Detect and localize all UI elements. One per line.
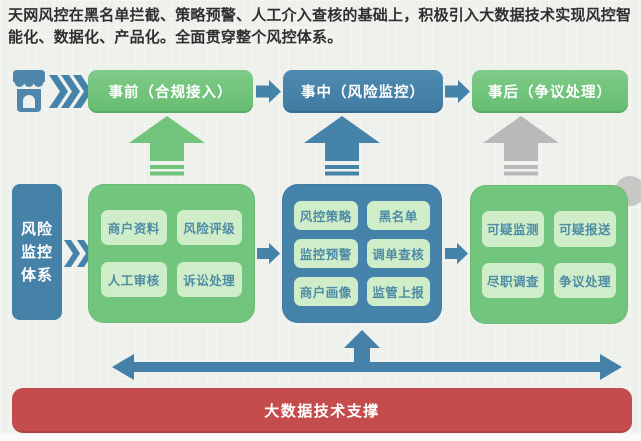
up-arrow-gray-icon [481, 116, 561, 178]
triple-chevron-right-icon [49, 75, 93, 108]
stage-post-event: 事后（争议处理） [472, 70, 628, 113]
group-post-event: 可疑监测 可疑报送 尽职调查 争议处理 [470, 185, 628, 324]
stage-pre-event-label: 事前（合规接入） [108, 85, 233, 101]
chip-regulatory-report: 监管上报 [366, 277, 430, 306]
group-arrow-1-icon [257, 241, 281, 266]
stage-arrow-1-icon [256, 79, 282, 104]
stage-in-event-label: 事中（风险监控） [301, 85, 425, 101]
chip-risk-strategy: 风控策略 [294, 201, 358, 230]
chip-litigation-handling: 诉讼处理 [176, 262, 242, 297]
big-data-support-label: 大数据技术支撑 [264, 403, 380, 420]
up-arrow-blue-icon [302, 116, 382, 178]
group-arrow-2-icon [445, 241, 469, 266]
chip-manual-review: 人工审核 [101, 262, 167, 297]
chip-monitoring-alert: 监控预警 [294, 239, 358, 268]
intro-paragraph: 天网风控在黑名单拦截、策略预警、人工介入查核的基础上，积极引入大数据技术实现风控… [8, 7, 632, 46]
big-data-support-bar: 大数据技术支撑 [12, 388, 632, 433]
chip-suspicious-reporting: 可疑报送 [554, 211, 616, 247]
group-pre-event: 商户资料 风险评级 人工审核 诉讼处理 [88, 184, 255, 323]
up-arrow-green-icon [127, 116, 207, 178]
chip-due-diligence: 尽职调查 [482, 262, 544, 298]
stage-post-event-label: 事后（争议处理） [488, 85, 612, 101]
chip-dispute-handling: 争议处理 [554, 262, 616, 298]
storefront-icon [13, 70, 45, 112]
group-in-event: 风控策略 黑名单 监控预警 调单查核 商户画像 监管上报 [282, 184, 442, 323]
bottom-connector-arrows-icon [100, 326, 630, 384]
stage-arrow-2-icon [445, 79, 471, 104]
chip-blacklist: 黑名单 [366, 201, 430, 230]
stage-pre-event: 事前（合规接入） [88, 70, 253, 113]
chip-risk-rating: 风险评级 [176, 210, 242, 245]
chip-merchant-info: 商户资料 [101, 210, 167, 245]
chip-suspicious-monitoring: 可疑监测 [482, 211, 544, 247]
pillar-risk-monitoring-system: 风险监控体系 [12, 184, 62, 320]
pillar-label: 风险监控体系 [20, 220, 53, 284]
bottom-white-strip [0, 434, 641, 441]
chip-retrieval-check: 调单查核 [366, 239, 430, 268]
chip-merchant-profile: 商户画像 [294, 277, 358, 306]
stage-in-event: 事中（风险监控） [283, 70, 443, 113]
